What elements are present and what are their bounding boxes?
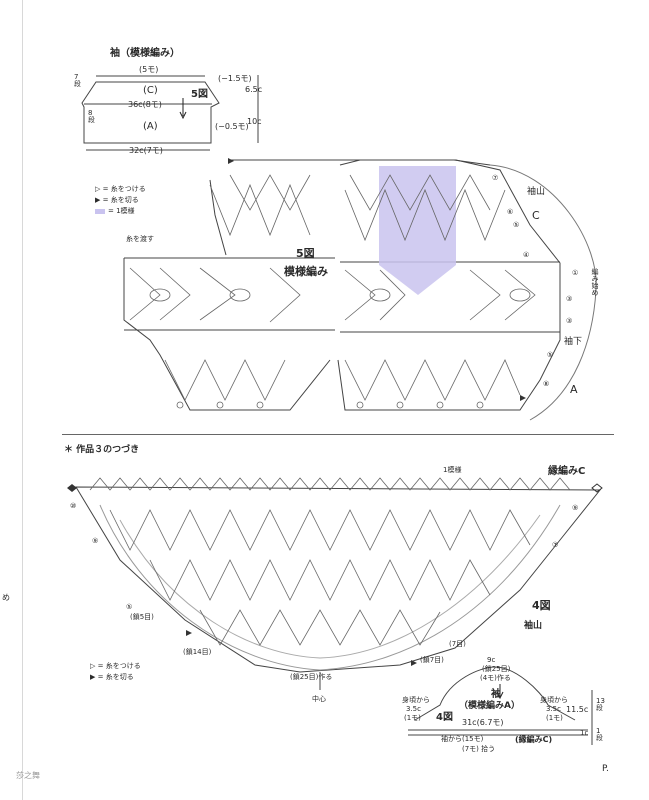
s2-bottom-mod: (7モ) 拾う (462, 745, 496, 753)
legend2-attach: ▷ = 糸をつける (90, 662, 141, 670)
fig5-outline-right (337, 159, 561, 411)
fig5-guide-arc (489, 164, 597, 421)
legend-cut: ▶ = 糸を切る (95, 196, 139, 204)
s2-bottom-from: 袖から(15モ) (441, 735, 484, 743)
sleeve-mid-width: 36c(8モ) (128, 100, 162, 109)
fig5-yarn-cross: 糸を渡す (126, 235, 154, 243)
fig5-start-label: 編み始め (591, 268, 599, 296)
one-pattern-highlight (379, 166, 456, 295)
s2-right-h: 11.5c (566, 705, 589, 714)
sleeve-height-bottom: 10c (247, 117, 262, 126)
fig4-row-mark: ⑨ (92, 537, 99, 545)
s2-right-mod: (1モ) (546, 714, 563, 722)
sleeve2-outline (414, 666, 576, 721)
s2-top: 9c (487, 656, 496, 664)
page-number: P. (602, 764, 609, 774)
fig4-row-mark: ⑦ (552, 541, 559, 549)
s2-left-from: 身頃から (402, 696, 430, 704)
sleeve-zone-c: (C) (143, 85, 158, 96)
sleeve-bottom-width: 32c(7モ) (129, 146, 163, 155)
fig5-row-mark: ③ (566, 295, 573, 303)
s2-fig4: 4図 (436, 712, 453, 723)
s2-subtitle: （模様編みA） (459, 701, 520, 711)
fig4-row-mark: ⑤ (126, 603, 133, 611)
fig4-chain25: (鎖25目)作る (290, 673, 333, 681)
fig4-title: 4図 (532, 599, 551, 612)
sleeve-outline (81, 81, 220, 144)
cut-marker (228, 158, 234, 164)
fig4-stitches (89, 477, 571, 646)
diamond-marker-left (67, 484, 77, 492)
s2-top-sub: (鎖25目) (482, 665, 511, 673)
fig5-row-mark: ⑤ (547, 351, 554, 359)
s2-title: 袖 (491, 689, 501, 700)
fig5-row-mark: ④ (523, 251, 530, 259)
fig5-row-mark: ③ (566, 317, 573, 325)
fig4-row-mark: ⑩ (70, 502, 77, 510)
fig5-sleeve-lower: 袖下 (564, 337, 583, 347)
sleeve-title: 袖（模様編み） (110, 48, 180, 59)
fig5-row-mark: ⑤ (513, 221, 520, 229)
fig5-row-mark: ① (572, 269, 579, 277)
fig4-outline (75, 486, 602, 673)
fig5-row-mark: ⑦ (492, 174, 499, 182)
section2-title: ＊ 作品３のつづき (64, 445, 140, 455)
sleeve-inc-right: (−0.5モ) (215, 122, 249, 131)
fig4-chain14: (鎖14目) (183, 648, 212, 656)
s2-left-val: 3.5c (406, 705, 421, 713)
s2-top-sub2: (4モ)作る (480, 674, 511, 682)
sleeve-dec-right: (−1.5モ) (218, 74, 252, 83)
legend2-cut: ▶ = 糸を切る (90, 673, 134, 681)
fig5-subtitle: 模様編み (284, 265, 328, 278)
fig4-chain7b: (鎖7目) (420, 656, 444, 664)
margin-text: め (2, 593, 10, 602)
fig5-zone-c: C (532, 209, 540, 222)
fig4-chain7a: (7目) (449, 640, 466, 648)
watermark: 莎之舞 (16, 771, 40, 780)
s2-left-mod: (1モ) (404, 714, 421, 722)
fig5-stitches (129, 174, 536, 409)
sleeve-rows-left2: 8 段 (88, 109, 95, 124)
markers (67, 158, 603, 666)
section2-edging: 縁編みC (548, 466, 586, 477)
s2-rows1: 1 段 (596, 727, 603, 742)
sleeve-top-width: (5モ) (139, 65, 159, 74)
fig4-center: 中心 (312, 695, 326, 703)
s2-cm1: 1c (580, 729, 589, 737)
fig5-sleeve-cap: 袖山 (527, 187, 546, 197)
fig4-sleeve-cap: 袖山 (524, 621, 543, 631)
sleeve-rows-left: 7 段 (74, 73, 81, 88)
s2-right-rows: 13 段 (596, 697, 605, 712)
fig5-row-mark: ⑧ (543, 380, 550, 388)
legend-one-pattern: = 1模様 (95, 206, 135, 216)
s2-mid-width: 31c(6.7モ) (462, 718, 504, 727)
diamond-marker-right (591, 483, 603, 493)
s2-right-val: 3.5c (546, 705, 561, 713)
section-divider (62, 434, 614, 435)
legend-attach: ▷ = 糸をつける (95, 185, 146, 193)
sleeve-height-top: 6.5c (245, 85, 263, 94)
s2-right-from: 身頃から (540, 696, 568, 704)
fig4-row-mark: ⑨ (572, 504, 579, 512)
sleeve-fig-ref: 5図 (191, 89, 208, 100)
section2-one-pattern: 1模様 (443, 466, 462, 474)
s2-edge: (縁編みC) (515, 735, 553, 744)
sleeve-zone-a: (A) (143, 121, 158, 132)
fig5-title: 5図 (296, 247, 315, 260)
fig5-row-mark: ⑥ (507, 208, 514, 216)
fig5-zone-a: A (570, 383, 578, 396)
page-fold (22, 0, 23, 800)
lavender-swatch (95, 208, 105, 214)
fig4-chain5: (鎖5目) (130, 613, 154, 621)
